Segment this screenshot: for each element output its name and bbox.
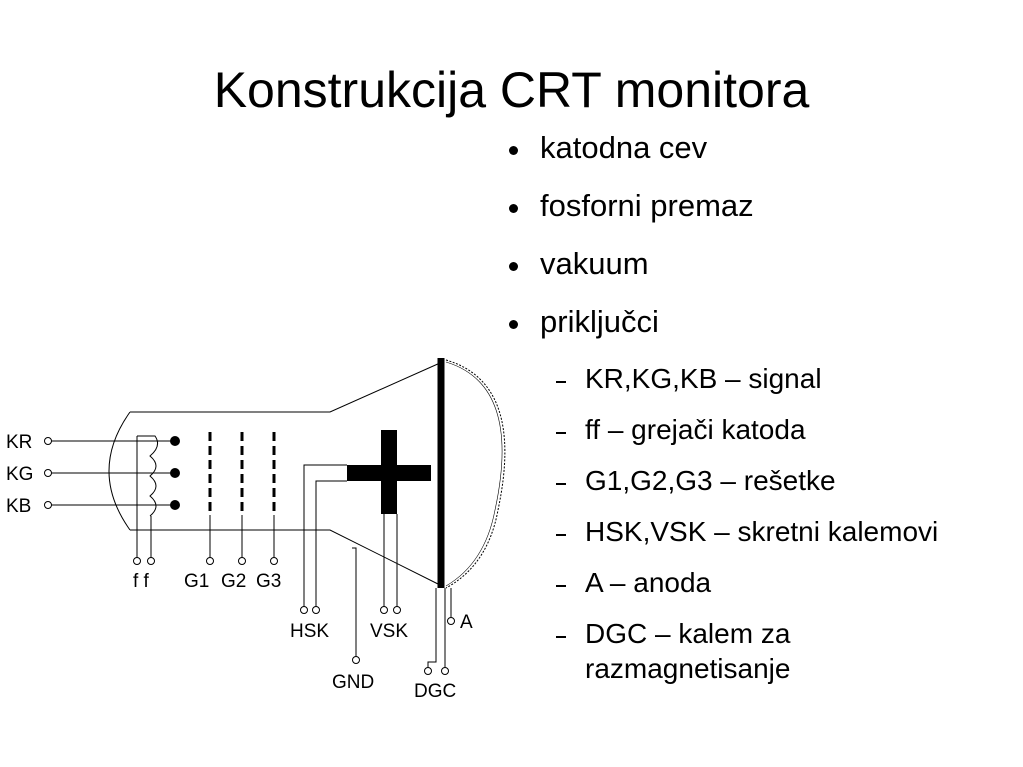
tube-outline <box>108 362 441 586</box>
sub-bullet-item: G1,G2,G3 – rešetke <box>556 463 996 498</box>
bullet-item: priključci <box>508 302 1013 342</box>
sub-bullet-item: ff – grejači katoda <box>556 412 996 447</box>
slide-title: Konstrukcija CRT monitora <box>213 62 810 118</box>
sub-bullet-item: A – anoda <box>556 565 996 600</box>
label-dgc: DGC <box>414 681 456 702</box>
label-hsk: HSK <box>290 621 329 642</box>
bottom-terminals <box>133 557 455 675</box>
label-kb: KB <box>6 496 31 517</box>
sub-bullet-item: DGC – kalem za razmagnetisanje <box>556 616 996 686</box>
coil-leads <box>303 464 452 668</box>
terminal-kr <box>44 437 52 445</box>
label-ff: f f <box>133 571 150 592</box>
cathode-lines <box>50 435 175 558</box>
screen-curve <box>445 359 506 589</box>
label-kr: KR <box>6 432 32 453</box>
sub-bullet-list: KR,KG,KB – signal ff – grejači katoda G1… <box>556 361 996 702</box>
cathode-dot <box>170 468 180 478</box>
label-g1: G1 <box>184 571 209 592</box>
label-vsk: VSK <box>370 621 408 642</box>
grid-electrodes <box>208 432 276 515</box>
cathode-dot <box>170 500 180 510</box>
grid-leads <box>209 515 275 558</box>
label-kg: KG <box>6 464 33 485</box>
label-a: A <box>460 612 473 633</box>
terminal-kg <box>44 469 52 477</box>
screen-curve-inner <box>445 361 503 587</box>
crt-diagram: KR KG KB f f G1 G2 G3 HSK VSK A GND DGC <box>6 358 506 702</box>
bullet-item: katodna cev <box>508 128 1013 168</box>
cathode-dot <box>170 436 180 446</box>
bullet-list: katodna cev fosforni premaz vakuum prikl… <box>508 128 1013 360</box>
label-g2: G2 <box>221 571 246 592</box>
label-gnd: GND <box>332 672 374 693</box>
bullet-item: vakuum <box>508 244 1013 284</box>
sub-bullet-item: HSK,VSK – skretni kalemovi <box>556 514 996 549</box>
sub-bullet-item: KR,KG,KB – signal <box>556 361 996 396</box>
terminal-kb <box>44 501 52 509</box>
label-g3: G3 <box>256 571 281 592</box>
deflection-horizontal <box>347 465 431 481</box>
bullet-item: fosforni premaz <box>508 186 1013 226</box>
